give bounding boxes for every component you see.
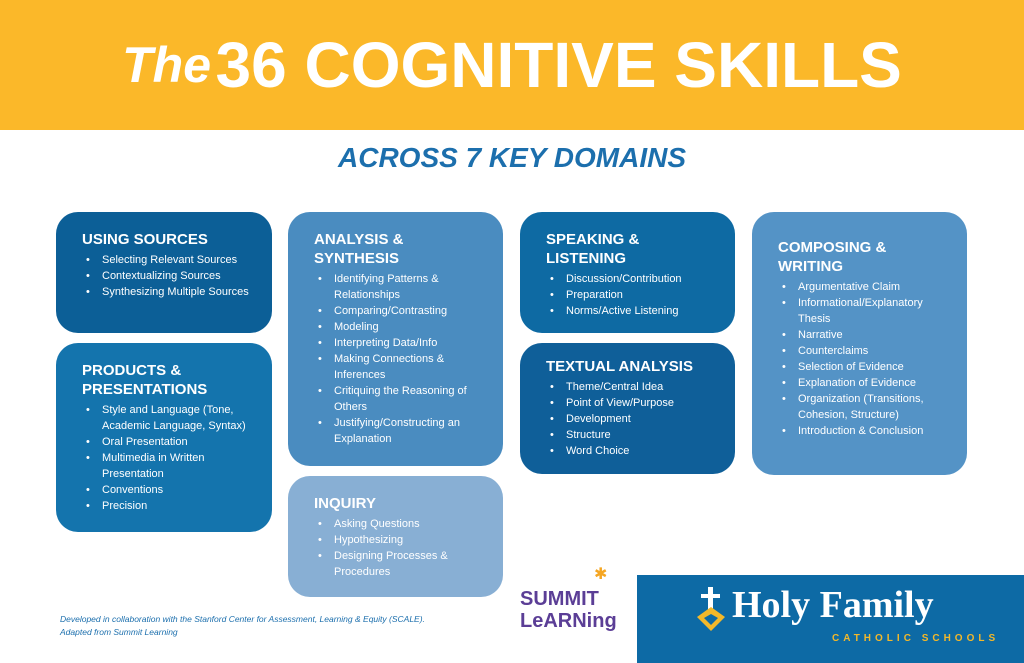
domain-using-sources: USING SOURCES Selecting Relevant SourcesC…: [56, 212, 272, 333]
domain-title: USING SOURCES: [82, 231, 208, 248]
domain-products-presentations: PRODUCTS & PRESENTATIONS Style and Langua…: [56, 343, 272, 532]
skill-item: Development: [550, 411, 715, 427]
skill-item: Oral Presentation: [86, 434, 252, 450]
skill-item: Multimedia in Written Presentation: [86, 450, 252, 482]
skill-list: Argumentative ClaimInformational/Explana…: [778, 279, 947, 439]
skill-list: Identifying Patterns & RelationshipsComp…: [314, 271, 483, 447]
skill-item: Style and Language (Tone, Academic Langu…: [86, 402, 252, 434]
domain-title: COMPOSING & WRITING: [778, 239, 887, 275]
domain-composing-writing: COMPOSING & WRITINGArgumentative ClaimIn…: [752, 212, 967, 475]
skill-item: Point of View/Purpose: [550, 395, 715, 411]
domain-title: ANALYSIS & SYNTHESIS: [314, 231, 404, 267]
credits: Developed in collaboration with the Stan…: [60, 613, 425, 639]
skill-item: Theme/Central Idea: [550, 379, 715, 395]
skill-item: Interpreting Data/Info: [318, 335, 483, 351]
domain-inquiry: INQUIRY Asking QuestionsHypothesizingDesi…: [288, 476, 503, 597]
skill-list: Theme/Central IdeaPoint of View/PurposeD…: [546, 379, 715, 459]
holy-family-name: Holy Family: [732, 584, 934, 626]
skill-item: Justifying/Constructing an Explanation: [318, 415, 483, 447]
skill-item: Counterclaims: [782, 343, 947, 359]
skill-item: Informational/Explanatory Thesis: [782, 295, 947, 327]
summit-logo-line2: LeARNing: [520, 610, 617, 632]
credits-line-1: Developed in collaboration with the Stan…: [60, 614, 425, 624]
skill-item: Explanation of Evidence: [782, 375, 947, 391]
skill-item: Preparation: [550, 287, 715, 303]
credits-line-2: Adapted from Summit Learning: [60, 627, 178, 637]
domain-title: TEXTUAL ANALYSIS: [546, 358, 693, 375]
skill-item: Introduction & Conclusion: [782, 423, 947, 439]
summit-star-icon: ✱: [594, 566, 608, 583]
summit-learning-logo: SUMMIT LeARNing: [520, 588, 617, 632]
skill-list: Selecting Relevant SourcesContextualizin…: [82, 252, 252, 300]
skill-item: Selection of Evidence: [782, 359, 947, 375]
skill-list: Style and Language (Tone, Academic Langu…: [82, 402, 252, 514]
skill-item: Modeling: [318, 319, 483, 335]
domain-speaking-listening: SPEAKING & LISTENING Discussion/Contribut…: [520, 212, 735, 333]
skill-item: Contextualizing Sources: [86, 268, 252, 284]
title-prefix: The: [122, 37, 212, 93]
skill-item: Word Choice: [550, 443, 715, 459]
skill-item: Conventions: [86, 482, 252, 498]
holy-family-subtitle: CATHOLIC SCHOOLS: [832, 633, 1000, 644]
skill-list: Discussion/ContributionPreparationNorms/…: [546, 271, 715, 319]
page-title: 36 COGNITIVE SKILLS: [215, 29, 902, 101]
skill-item: Narrative: [782, 327, 947, 343]
skill-item: Identifying Patterns & Relationships: [318, 271, 483, 303]
skill-item: Hypothesizing: [318, 532, 483, 548]
holy-family-logo: Holy Family CATHOLIC SCHOOLS: [637, 575, 1024, 663]
skill-item: Asking Questions: [318, 516, 483, 532]
skill-item: Designing Processes & Procedures: [318, 548, 483, 580]
skill-item: Synthesizing Multiple Sources: [86, 284, 252, 300]
domain-title: INQUIRY: [314, 495, 376, 512]
header-banner: The 36 COGNITIVE SKILLS: [0, 0, 1024, 130]
skill-item: Precision: [86, 498, 252, 514]
skill-item: Selecting Relevant Sources: [86, 252, 252, 268]
skill-list: Asking QuestionsHypothesizingDesigning P…: [314, 516, 483, 580]
domain-textual-analysis: TEXTUAL ANALYSIS Theme/Central IdeaPoint …: [520, 343, 735, 474]
skill-item: Organization (Transitions, Cohesion, Str…: [782, 391, 947, 423]
cross-heart-icon: [697, 587, 725, 631]
summit-logo-line1: SUMMIT: [520, 588, 599, 610]
subtitle: ACROSS 7 KEY DOMAINS: [338, 142, 686, 173]
skill-item: Discussion/Contribution: [550, 271, 715, 287]
skill-item: Comparing/Contrasting: [318, 303, 483, 319]
skill-item: Making Connections & Inferences: [318, 351, 483, 383]
domain-analysis-synthesis: ANALYSIS & SYNTHESIS Identifying Patterns…: [288, 212, 503, 466]
skill-item: Norms/Active Listening: [550, 303, 715, 319]
skill-item: Argumentative Claim: [782, 279, 947, 295]
domain-title: SPEAKING & LISTENING: [546, 231, 640, 267]
skill-item: Critiquing the Reasoning of Others: [318, 383, 483, 415]
domain-title: PRODUCTS & PRESENTATIONS: [82, 362, 208, 398]
skill-item: Structure: [550, 427, 715, 443]
